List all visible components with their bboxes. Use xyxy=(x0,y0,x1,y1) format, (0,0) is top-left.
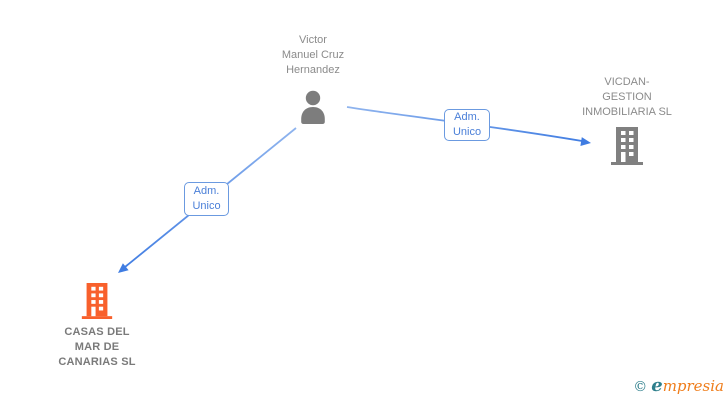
brand-logo-text: mpresia xyxy=(662,377,724,395)
company-name-line: CASAS DEL xyxy=(64,326,130,338)
edge-label-line: Adm. xyxy=(454,111,480,123)
person-name-line: Hernandez xyxy=(286,64,340,76)
building-icon-orange xyxy=(81,283,113,319)
edge-arrowhead-vicdan xyxy=(580,137,591,146)
empresia-watermark: ©empresia xyxy=(633,375,724,396)
company-node-vicdan[interactable]: VICDAN- GESTION INMOBILIARIA SL xyxy=(547,75,707,165)
edge-label-line: Unico xyxy=(192,200,221,212)
person-node[interactable]: Victor Manuel Cruz Hernandez xyxy=(233,33,393,124)
company-name-vicdan: VICDAN- GESTION INMOBILIARIA SL xyxy=(582,75,672,120)
company-node-casas[interactable]: CASAS DEL MAR DE CANARIAS SL xyxy=(17,283,177,370)
edge-label-adm-unico-vicdan: Adm. Unico xyxy=(444,109,490,141)
edge-label-adm-unico-casas: Adm. Unico xyxy=(184,182,229,216)
person-icon xyxy=(301,90,325,124)
brand-logo-letter: e xyxy=(651,375,663,396)
company-name-line: CANARIAS SL xyxy=(58,356,136,368)
company-name-line: GESTION xyxy=(602,91,652,103)
edge-arrowhead-casas xyxy=(118,263,129,273)
edge-label-line: Unico xyxy=(452,126,482,138)
person-name: Victor Manuel Cruz Hernandez xyxy=(282,33,344,78)
company-name-line: VICDAN- xyxy=(604,76,650,88)
person-name-line: Manuel Cruz xyxy=(281,49,345,61)
building-icon-gray xyxy=(611,127,643,165)
company-name-casas: CASAS DEL MAR DE CANARIAS SL xyxy=(58,325,135,370)
edge-label-line: Adm. xyxy=(193,185,220,197)
company-name-line: MAR DE xyxy=(74,341,120,353)
copyright-icon: © xyxy=(633,379,648,395)
person-name-line: Victor xyxy=(299,34,327,46)
company-name-line: INMOBILIARIA SL xyxy=(582,106,672,118)
